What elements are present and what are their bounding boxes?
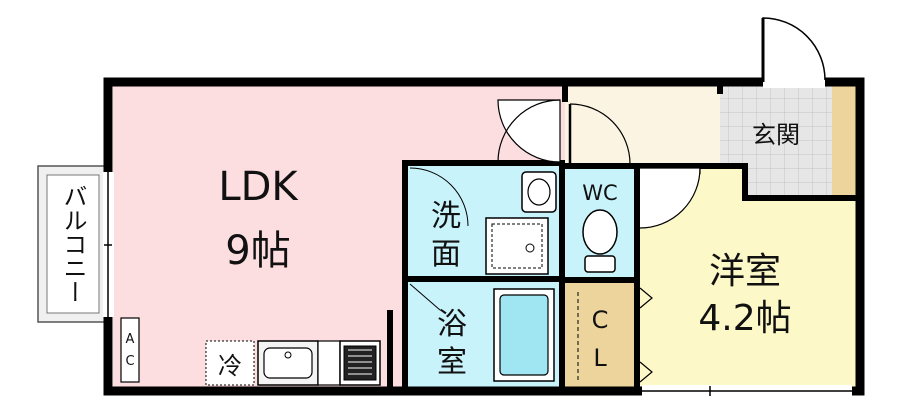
- entrance-step: [832, 86, 856, 198]
- closet-floor: [565, 283, 635, 387]
- aircon-label-2: C: [125, 354, 134, 369]
- kitchen-counter: [317, 340, 341, 386]
- bathtub: [493, 288, 555, 382]
- western-name: 洋室: [709, 251, 781, 292]
- balcony-label: バルコニー: [59, 184, 87, 304]
- western-door-swing: [639, 167, 701, 229]
- hall-door-swing: [569, 103, 631, 165]
- western-floor: [640, 166, 856, 387]
- entrance-door-gap: [763, 76, 825, 88]
- interior-walls: [387, 86, 860, 387]
- aircon-label-1: A: [126, 332, 135, 347]
- fridge-label: 冷: [218, 352, 242, 380]
- washroom-door-swing: [409, 167, 469, 227]
- washbasin: [521, 171, 557, 213]
- washroom-label-2: 面: [431, 237, 461, 272]
- closet-door-marks: [639, 287, 653, 383]
- toilet-label: WC: [582, 181, 617, 205]
- stove: [339, 340, 381, 386]
- fridge-space: [205, 340, 255, 386]
- entrance-label: 玄関: [752, 121, 800, 149]
- balcony-inner: [46, 174, 100, 314]
- entrance-door-swing: [762, 17, 826, 82]
- closet-label-2: L: [593, 344, 607, 372]
- hall-floor: [565, 86, 720, 166]
- washing-machine-pan: [485, 217, 549, 275]
- ldk-name: LDK: [218, 164, 299, 210]
- toilet-bowl: [582, 209, 618, 273]
- kitchen-sink: [257, 340, 319, 386]
- washroom-label-1: 洗: [431, 199, 461, 234]
- aircon-unit: [120, 317, 140, 383]
- closet-label-1: C: [592, 306, 609, 334]
- bathroom-label-2: 室: [437, 345, 467, 380]
- ldk-size: 9帖: [225, 228, 290, 274]
- bathroom-label-1: 浴: [437, 307, 467, 342]
- ldk-door-swing: [497, 99, 561, 163]
- western-size: 4.2帖: [698, 298, 791, 339]
- bathroom-door-swing: [409, 283, 441, 311]
